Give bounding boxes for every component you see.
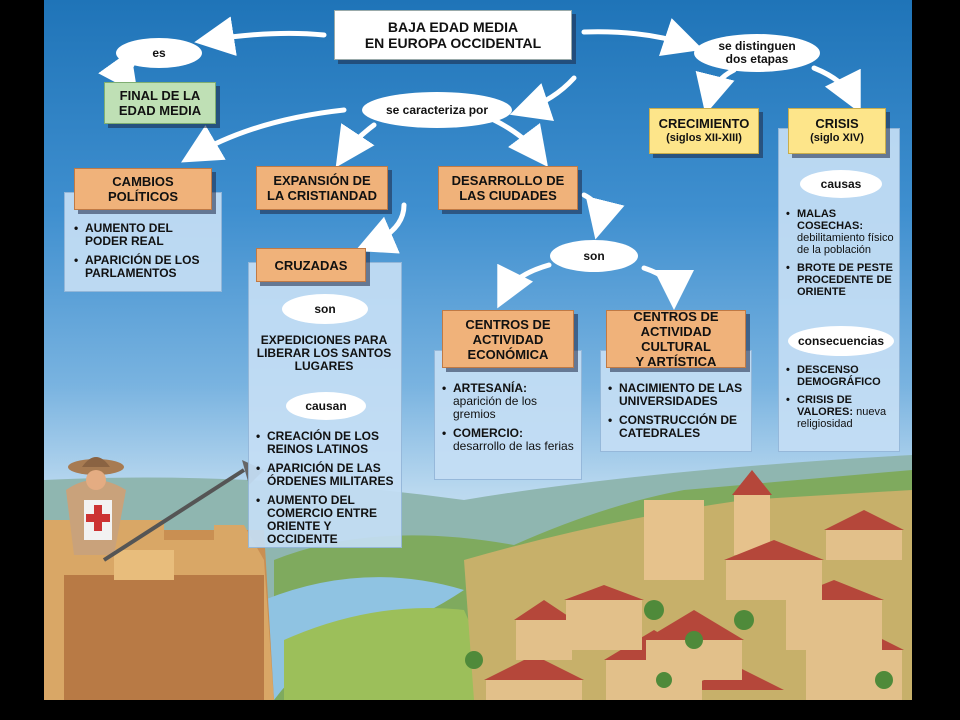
item-main: COMERCIO: — [453, 426, 523, 440]
crecimiento-title: CRECIMIENTO — [658, 116, 750, 131]
cambios-items-item: AUMENTO DEL PODER REAL — [74, 222, 218, 248]
consecuencias-items-item: DESCENSO DEMOGRÁFICO — [786, 364, 898, 388]
label-consecuencias: consecuencias — [788, 326, 894, 356]
item-sub: desarrollo de las ferias — [453, 439, 574, 453]
eco-items-item: COMERCIO: desarrollo de las ferias — [442, 427, 578, 453]
label-causan: causan — [286, 392, 366, 420]
cultural-list: NACIMIENTO DE LAS UNIVERSIDADES CONSTRUCC… — [608, 382, 748, 446]
item-sub: debilitamiento físico de la población — [797, 232, 894, 256]
causas-items-item: MALAS COSECHAS: debilitamiento físico de… — [786, 208, 898, 256]
main-title-box: BAJA EDAD MEDIA EN EUROPA OCCIDENTAL — [334, 10, 572, 60]
causan-items-item: CREACIÓN DE LOS REINOS LATINOS — [256, 430, 402, 456]
box-centros-cultural: CENTROS DE ACTIVIDAD CULTURAL Y ARTÍSTIC… — [606, 309, 746, 369]
landscape-illustration — [44, 455, 912, 700]
crisis-sub: (siglo XIV) — [810, 132, 864, 144]
label-es: es — [116, 38, 202, 68]
item-main: MALAS COSECHAS: — [797, 208, 864, 232]
box-cruzadas: CRUZADAS — [256, 248, 366, 282]
item-main: BROTE DE PESTE PROCEDENTE DE ORIENTE — [797, 262, 893, 298]
box-cambios-politicos: CAMBIOS POLÍTICOS — [74, 168, 212, 210]
eco-items-item: ARTESANÍA: aparición de los gremios — [442, 382, 578, 421]
cult-items-item: CONSTRUCCIÓN DE CATEDRALES — [608, 414, 748, 440]
economica-list: ARTESANÍA: aparición de los gremiosCOMER… — [442, 382, 578, 459]
crisis-title: CRISIS — [815, 116, 859, 131]
crecimiento-sub: (siglos XII-XIII) — [666, 132, 742, 144]
box-crecimiento: CRECIMIENTO (siglos XII-XIII) — [649, 108, 759, 154]
label-se-caracteriza: se caracteriza por — [362, 92, 512, 128]
box-crisis: CRISIS (siglo XIV) — [788, 108, 886, 154]
item-main: CRISIS DE VALORES: — [797, 394, 854, 418]
box-final-edad-media: FINAL DE LA EDAD MEDIA — [104, 82, 216, 124]
cruzadas-son-text: EXPEDICIONES PARA LIBERAR LOS SANTOS LUG… — [256, 333, 392, 373]
consecuencias-list: DESCENSO DEMOGRÁFICO CRISIS DE VALORES: n… — [786, 364, 898, 436]
cambios-items-item: APARICIÓN DE LOS PARLAMENTOS — [74, 254, 218, 280]
label-son-cruzadas: son — [282, 294, 368, 324]
cambios-list: AUMENTO DEL PODER REAL APARICIÓN DE LOS P… — [74, 222, 218, 286]
box-desarrollo-ciudades: DESARROLLO DE LAS CIUDADES — [438, 166, 578, 210]
item-sub: nueva religiosidad — [797, 406, 887, 430]
cult-items-item: NACIMIENTO DE LAS UNIVERSIDADES — [608, 382, 748, 408]
box-expansion-cristiandad: EXPANSIÓN DE LA CRISTIANDAD — [256, 166, 388, 210]
causan-items-item: AUMENTO DEL COMERCIO ENTRE ORIENTE Y OCC… — [256, 494, 402, 546]
causan-items-item: APARICIÓN DE LAS ÓRDENES MILITARES — [256, 462, 402, 488]
connector-arrows — [98, 16, 861, 310]
causas-list: MALAS COSECHAS: debilitamiento físico de… — [786, 208, 898, 304]
label-son-ciudades: son — [550, 240, 638, 272]
causan-list: CREACIÓN DE LOS REINOS LATINOS APARICIÓN … — [256, 430, 402, 552]
consecuencias-items-item: CRISIS DE VALORES: nueva religiosidad — [786, 394, 898, 430]
box-centros-economica: CENTROS DE ACTIVIDAD ECONÓMICA — [442, 310, 574, 368]
item-main: DESCENSO DEMOGRÁFICO — [797, 364, 881, 388]
label-causas: causas — [800, 170, 882, 198]
concept-map-stage: BAJA EDAD MEDIA EN EUROPA OCCIDENTAL es … — [44, 0, 912, 700]
causas-items-item: BROTE DE PESTE PROCEDENTE DE ORIENTE — [786, 262, 898, 298]
item-main: ARTESANÍA: — [453, 381, 527, 395]
label-se-distinguen: se distinguen dos etapas — [694, 34, 820, 72]
item-sub: aparición de los gremios — [453, 394, 538, 421]
